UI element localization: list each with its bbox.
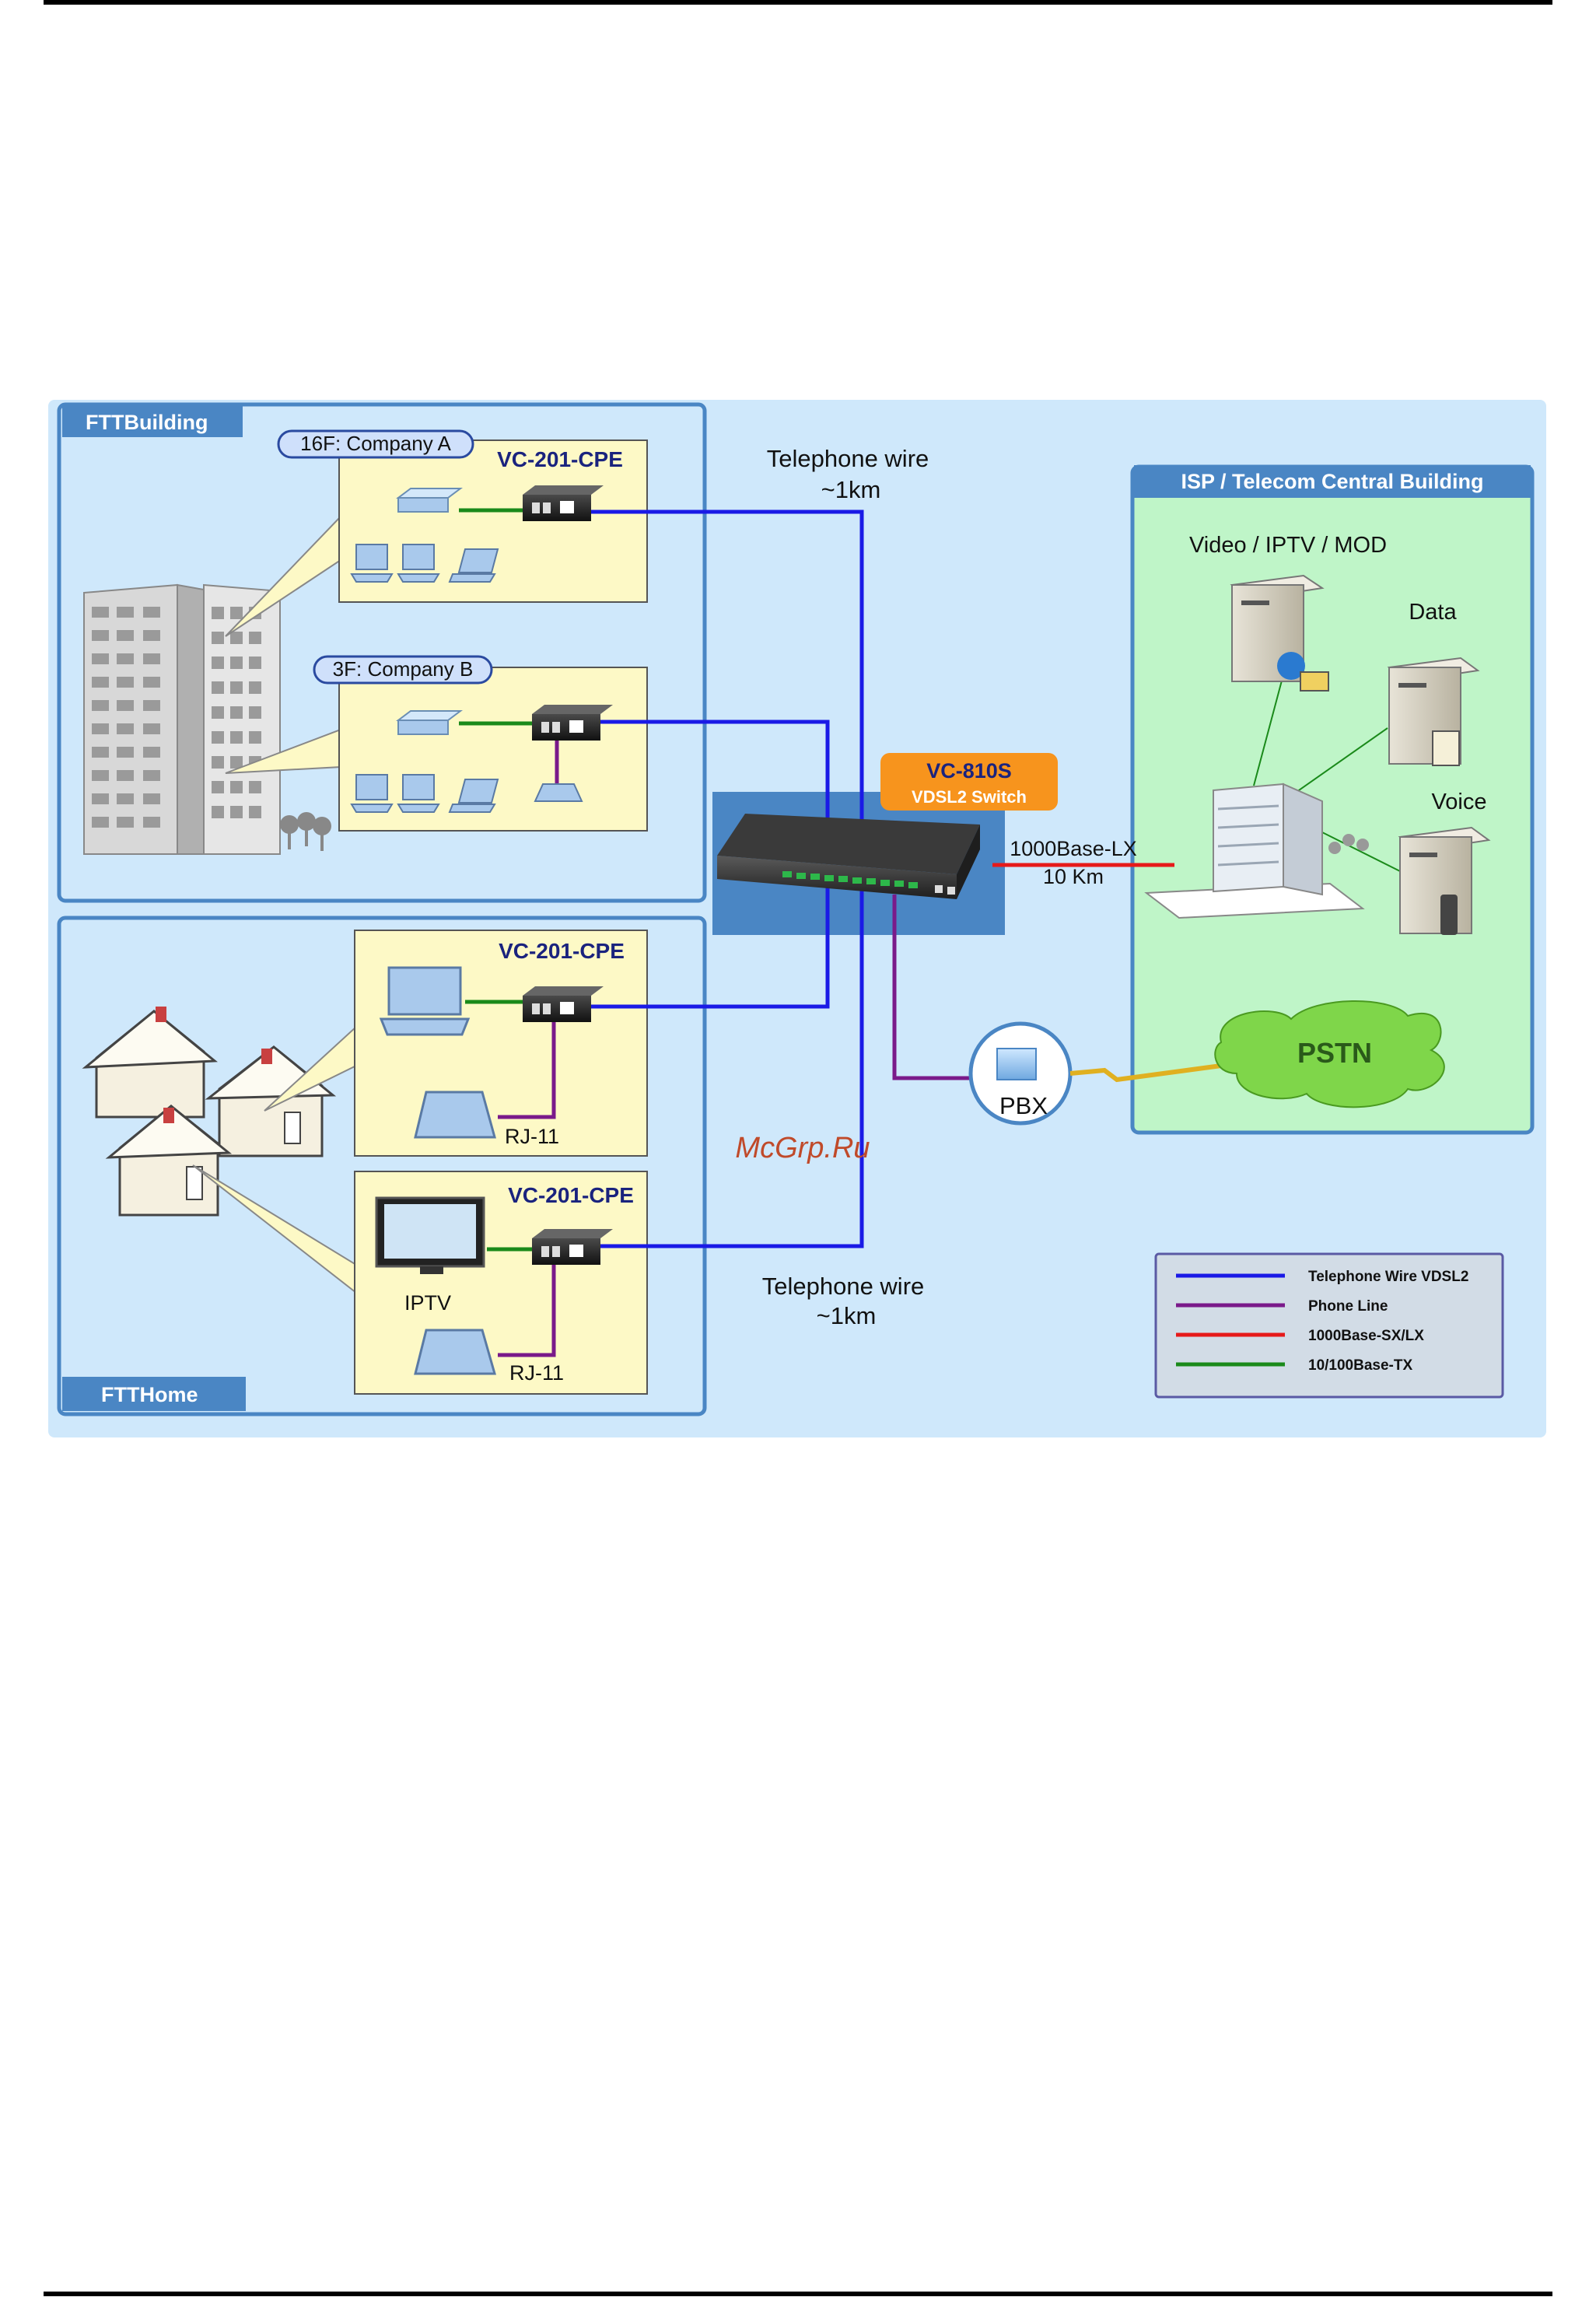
data-server-icon bbox=[1387, 657, 1480, 766]
data-server-label: Data bbox=[1409, 600, 1457, 625]
top-rule bbox=[44, 0, 1552, 5]
telephone-icon bbox=[414, 1091, 496, 1139]
cpe-device-icon bbox=[523, 485, 604, 521]
cpe-label-home-1: VC-201-CPE bbox=[499, 939, 625, 963]
iptv-label: IPTV bbox=[404, 1291, 451, 1315]
legend-label-1: Phone Line bbox=[1308, 1298, 1388, 1315]
isp-title: ISP / Telecom Central Building bbox=[1181, 470, 1483, 493]
pbx-phone-line bbox=[892, 895, 972, 1080]
office-building-illustration bbox=[83, 514, 341, 855]
central-office-building-icon bbox=[1144, 783, 1369, 919]
pbx-label: PBX bbox=[999, 1092, 1048, 1119]
pstn-label: PSTN bbox=[1297, 1037, 1372, 1069]
telephone-icon bbox=[534, 783, 583, 802]
switch-label-badge: VC-810S VDSL2 Switch bbox=[880, 753, 1058, 811]
computers-icon bbox=[350, 544, 499, 583]
ethernet-switch-icon bbox=[396, 488, 463, 513]
computers-icon bbox=[350, 774, 499, 813]
pstn-link-bolt bbox=[1069, 1063, 1222, 1083]
telephone-icon bbox=[414, 1329, 496, 1375]
company-a-label: 16F: Company A bbox=[300, 432, 451, 455]
legend-label-2: 1000Base-SX/LX bbox=[1308, 1328, 1424, 1344]
pbx-node: PBX bbox=[968, 1021, 1073, 1126]
switch-model: VC-810S bbox=[926, 759, 1012, 783]
uplink-label-2: 10 Km bbox=[1043, 865, 1104, 888]
cpe-label-home-2: VC-201-CPE bbox=[508, 1183, 634, 1207]
voice-server-label: Voice bbox=[1432, 790, 1487, 814]
isp-contents: Video / IPTV / MOD Data Voice bbox=[1144, 533, 1491, 935]
video-server-label: Video / IPTV / MOD bbox=[1189, 533, 1387, 558]
legend-label-0: Telephone Wire VDSL2 bbox=[1308, 1269, 1468, 1285]
watermark-text: McGrp.Ru bbox=[735, 1132, 870, 1164]
cpe-device-icon bbox=[532, 1229, 613, 1265]
houses-illustration bbox=[82, 1007, 357, 1295]
uplink-label-1: 1000Base-LX bbox=[1010, 837, 1137, 860]
home-box-2: VC-201-CPE IPTV RJ-11 bbox=[354, 1171, 648, 1395]
legend-label-3: 10/100Base-TX bbox=[1308, 1357, 1412, 1374]
top-wire-label-1: Telephone wire bbox=[767, 445, 929, 472]
bottom-rule bbox=[44, 2292, 1552, 2296]
company-b-box: 3F: Company B bbox=[313, 655, 648, 832]
cpe-device-icon bbox=[523, 986, 604, 1022]
switch-subtitle: VDSL2 Switch bbox=[912, 787, 1027, 807]
pstn-cloud: PSTN bbox=[1214, 1000, 1445, 1108]
rj11-label-1: RJ-11 bbox=[505, 1125, 559, 1148]
video-server-icon bbox=[1230, 574, 1329, 692]
home-box-1: VC-201-CPE RJ-11 bbox=[354, 930, 648, 1157]
ethernet-switch-icon bbox=[396, 710, 463, 735]
company-a-box: 16F: Company A VC-201-CPE bbox=[277, 429, 648, 603]
company-b-label: 3F: Company B bbox=[333, 657, 474, 681]
ftthome-title: FTTHome bbox=[101, 1383, 198, 1406]
fttbuilding-title: FTTBuilding bbox=[86, 411, 208, 434]
computer-icon bbox=[379, 966, 471, 1036]
vdsl-links bbox=[591, 509, 864, 1248]
cpe-device-icon bbox=[532, 705, 613, 741]
cpe-label-a: VC-201-CPE bbox=[497, 447, 623, 471]
bottom-wire-label-2: ~1km bbox=[817, 1302, 877, 1329]
vdsl2-switch-device bbox=[717, 814, 980, 899]
top-wire-label-2: ~1km bbox=[821, 476, 881, 503]
rj11-label-2: RJ-11 bbox=[509, 1361, 564, 1385]
tv-icon bbox=[375, 1196, 485, 1274]
voice-server-icon bbox=[1398, 826, 1491, 935]
bottom-wire-label-1: Telephone wire bbox=[762, 1273, 925, 1300]
